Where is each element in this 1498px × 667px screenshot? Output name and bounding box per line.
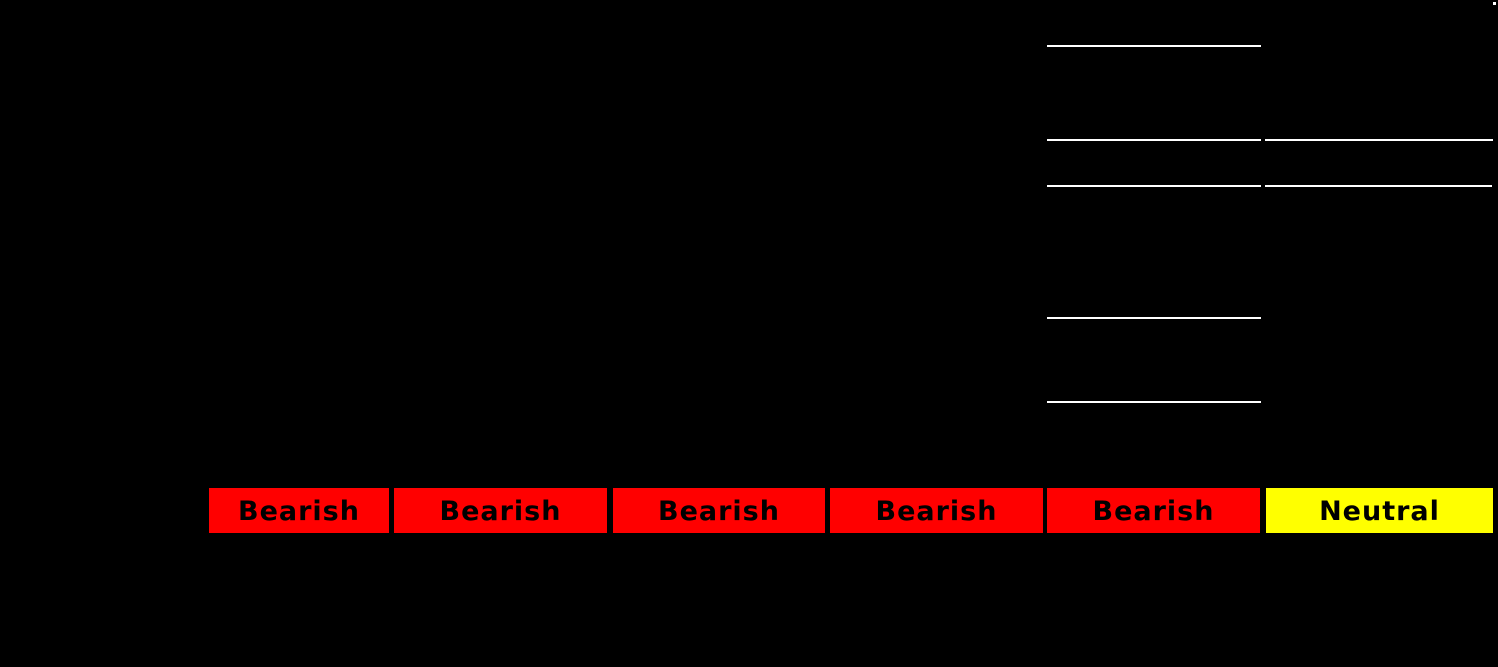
cell-underline <box>1047 45 1261 47</box>
cell-underline <box>1047 317 1261 319</box>
sentiment-cell[interactable]: Bearish <box>1047 488 1260 533</box>
sentiment-cell-label: Bearish <box>1092 496 1215 527</box>
cell-underline <box>1047 401 1261 403</box>
sentiment-cell-label: Bearish <box>875 496 998 527</box>
sentiment-cell[interactable]: Neutral <box>1266 488 1493 533</box>
cell-underline <box>1265 139 1493 141</box>
sentiment-cell[interactable]: Bearish <box>209 488 389 533</box>
pixel-artifact <box>1493 2 1496 5</box>
sentiment-cell-label: Neutral <box>1319 496 1440 527</box>
sentiment-cell[interactable]: Bearish <box>394 488 607 533</box>
cell-underline <box>1047 185 1261 187</box>
sentiment-cell-label: Bearish <box>658 496 780 527</box>
sentiment-cell-label: Bearish <box>238 496 360 527</box>
sentiment-cell-label: Bearish <box>439 496 562 527</box>
sentiment-cell[interactable]: Bearish <box>613 488 825 533</box>
sentiment-cell[interactable]: Bearish <box>830 488 1043 533</box>
cell-underline <box>1047 139 1261 141</box>
cell-underline <box>1265 185 1492 187</box>
